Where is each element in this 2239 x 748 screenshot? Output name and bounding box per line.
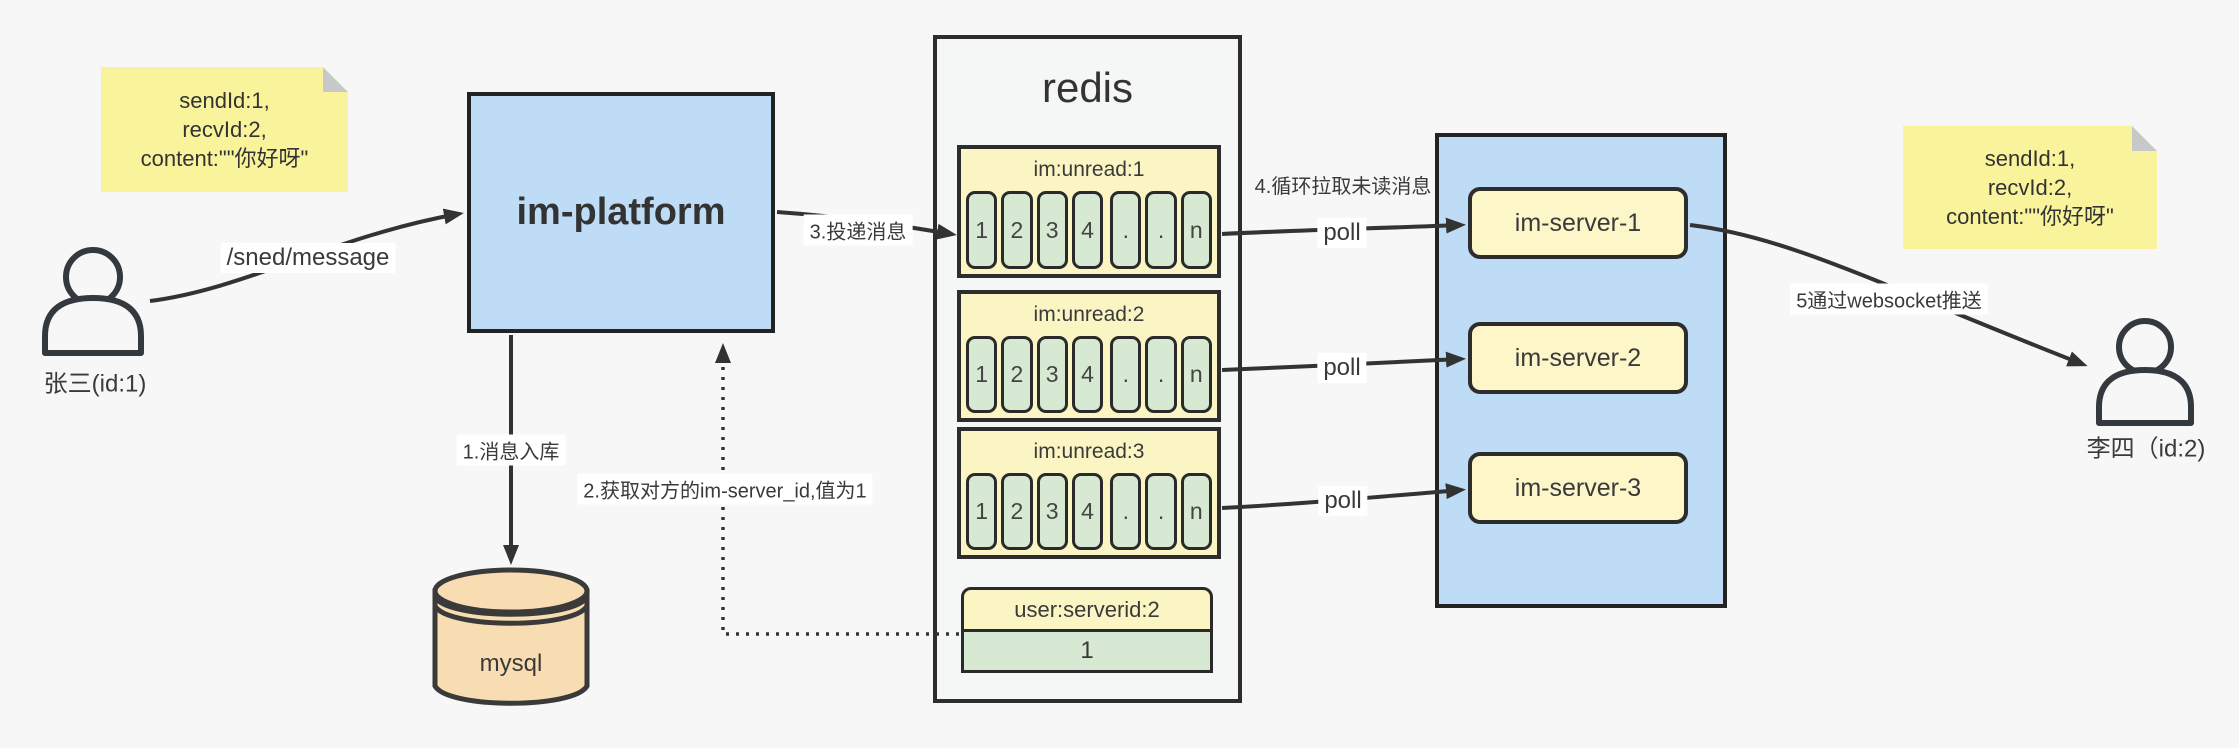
queue-cell: 2 xyxy=(1001,191,1033,269)
queue-cell: 4 xyxy=(1071,473,1104,550)
queue-cell: n xyxy=(1180,336,1212,413)
queue-cell: 1 xyxy=(966,191,998,269)
step2-label: 2.获取对方的im-server_id,值为1 xyxy=(577,473,873,505)
redis-queue-unread-3: im:unread:3 1 2 3 4 . . n xyxy=(957,427,1221,559)
queue-cell: . xyxy=(1145,191,1177,269)
poll-label-2: poll xyxy=(1317,353,1367,383)
receiver-label: 李四（id:2) xyxy=(2086,435,2206,463)
note-line: recvId:2, xyxy=(182,117,267,142)
redis-queue-unread-1: im:unread:1 1 2 3 4 . . n xyxy=(957,145,1221,278)
poll-label-1: poll xyxy=(1317,218,1367,248)
queue-key-label: im:unread:3 xyxy=(1033,440,1145,463)
user-icon-sender xyxy=(42,247,144,356)
queue-cells: 1 2 3 4 . . n xyxy=(961,473,1217,555)
note-fold-icon xyxy=(2132,126,2157,151)
mysql-label: mysql xyxy=(479,650,543,677)
queue-cell: n xyxy=(1180,191,1212,269)
im-server-1-box: im-server-1 xyxy=(1468,187,1688,259)
sticky-note-right: sendId:1, recvId:2, content:""你好呀" xyxy=(1903,126,2157,249)
user-icon-receiver xyxy=(2096,318,2194,426)
queue-cell: 4 xyxy=(1071,336,1104,413)
note-line: sendId:1, xyxy=(1984,146,2076,171)
queue-cell: . xyxy=(1145,473,1177,550)
queue-cell: 3 xyxy=(1036,191,1068,269)
queue-cell: n xyxy=(1180,473,1212,550)
queue-cell: . xyxy=(1145,336,1177,413)
queue-cell: 3 xyxy=(1036,336,1068,413)
redis-queue-unread-2: im:unread:2 1 2 3 4 . . n xyxy=(957,290,1221,422)
note-line: recvId:2, xyxy=(1987,175,2073,200)
send-api-label: /sned/message xyxy=(220,243,396,273)
mysql-database-icon xyxy=(432,567,590,706)
queue-key-label: im:unread:1 xyxy=(1033,158,1145,181)
queue-cell: 4 xyxy=(1071,191,1104,269)
queue-cell: . xyxy=(1110,191,1142,269)
note-line: content:""你好呀" xyxy=(140,146,309,171)
queue-cell: 1 xyxy=(966,336,998,413)
step4-label: 4.循环拉取未读消息 xyxy=(1254,176,1432,198)
queue-cell: . xyxy=(1110,473,1142,550)
im-server-3-box: im-server-3 xyxy=(1468,452,1688,524)
step5-label: 5通过websocket推送 xyxy=(1790,283,1988,315)
queue-cells: 1 2 3 4 . . n xyxy=(961,336,1217,418)
queue-cell: 3 xyxy=(1036,473,1068,550)
poll-label-3: poll xyxy=(1318,486,1368,516)
redis-kv-user-serverid: user:serverid:2 1 xyxy=(961,587,1213,673)
im-platform-box: im-platform xyxy=(467,92,775,333)
sticky-note-left: sendId:1, recvId:2, content:""你好呀" xyxy=(101,67,348,192)
queue-cell: . xyxy=(1110,336,1142,413)
note-fold-icon xyxy=(323,67,348,92)
im-server-2-box: im-server-2 xyxy=(1468,322,1688,394)
kv-key-label: user:serverid:2 xyxy=(961,587,1213,632)
note-line: content:""你好呀" xyxy=(1946,204,2114,229)
queue-key-label: im:unread:2 xyxy=(1033,303,1145,326)
step3-label: 3.投递消息 xyxy=(803,214,913,246)
queue-cell: 2 xyxy=(1001,473,1033,550)
step1-label: 1.消息入库 xyxy=(456,434,566,466)
kv-value: 1 xyxy=(961,629,1213,673)
note-line: sendId:1, xyxy=(179,88,270,113)
queue-cell: 1 xyxy=(966,473,998,550)
sender-label: 张三(id:1) xyxy=(43,370,147,398)
queue-cell: 2 xyxy=(1001,336,1033,413)
redis-title: redis xyxy=(1041,64,1134,111)
queue-cells: 1 2 3 4 . . n xyxy=(961,191,1217,274)
